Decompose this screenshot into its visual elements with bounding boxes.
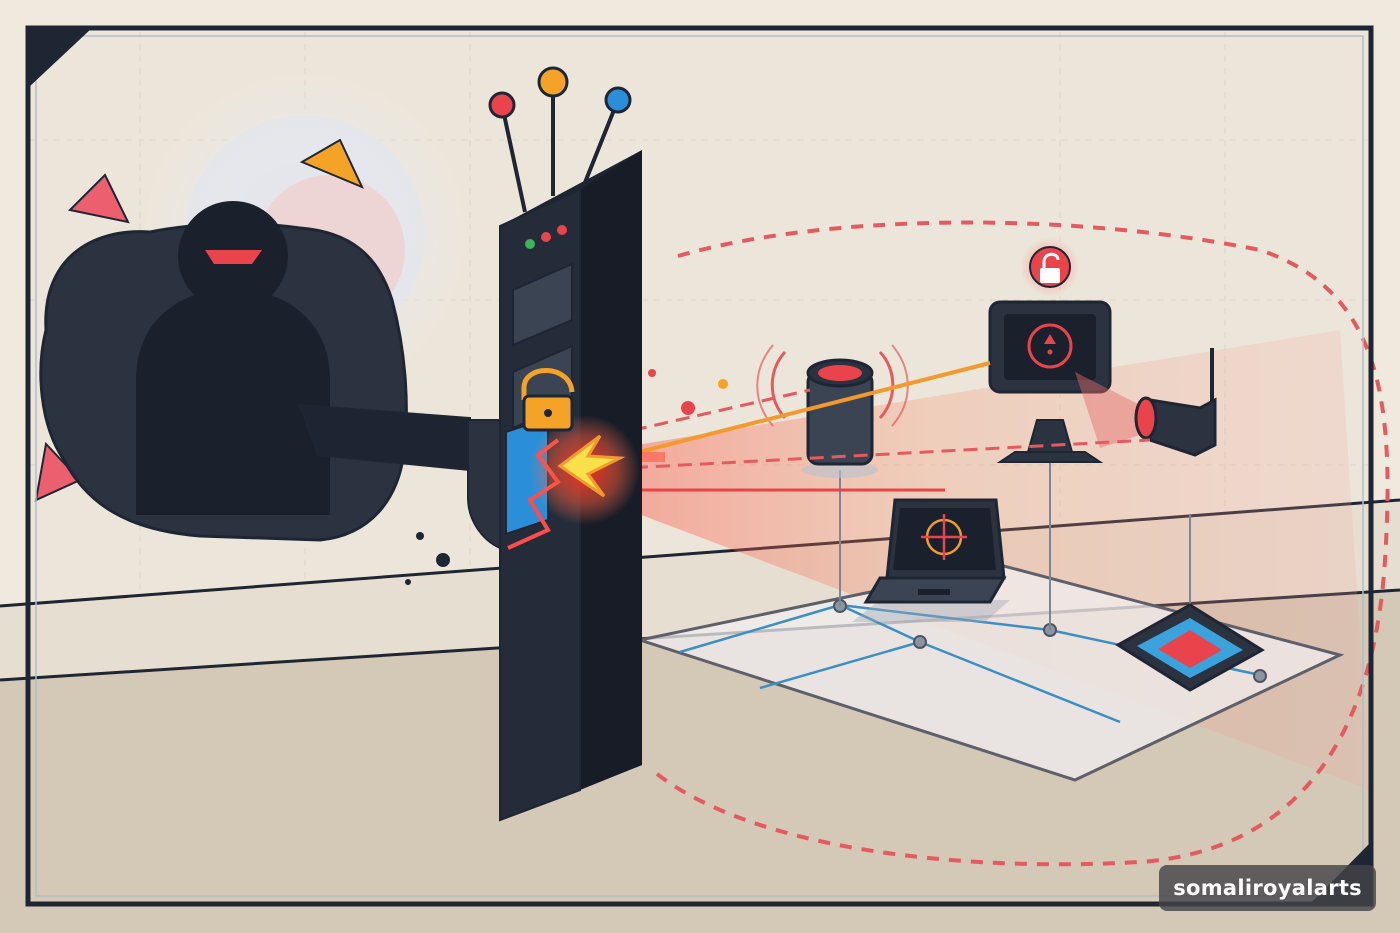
network-nodes	[833, 599, 1267, 683]
debris-dot	[436, 553, 450, 567]
status-led-red	[541, 232, 551, 242]
server-drive-bay	[512, 262, 573, 347]
impact-lightning	[557, 434, 626, 498]
antenna-light-yellow	[537, 66, 569, 98]
hacker-glowing-visor	[205, 250, 262, 264]
security-camera-device	[1075, 348, 1217, 457]
laser-to-display	[599, 361, 991, 464]
status-led-red	[557, 225, 567, 235]
antenna-light-red	[488, 91, 516, 119]
smart-floor-pad-device	[1115, 603, 1265, 692]
watermark-label: somaliroyalarts	[1159, 865, 1376, 911]
hacker-figure	[39, 201, 529, 585]
status-led-green	[525, 239, 535, 249]
wifi-waves-icon	[770, 350, 787, 420]
frame-corner	[28, 28, 92, 88]
hacker-body	[136, 288, 330, 515]
unlocked-padlock-icon	[521, 368, 575, 432]
smart-display-device	[988, 237, 1112, 463]
antenna-light-blue	[604, 86, 632, 114]
debris-dot	[416, 532, 424, 540]
triangle-decoration-red	[67, 173, 130, 224]
triangle-decoration-left	[34, 441, 82, 502]
laptop-device	[852, 498, 1010, 622]
triangle-decoration-yellow	[299, 138, 365, 189]
security-perimeter-dashed	[650, 220, 1390, 867]
alert-triangle-icon	[1027, 323, 1073, 369]
server-antenna	[500, 104, 527, 213]
speaker-light-ring	[818, 365, 862, 381]
camera-view-cone	[1075, 372, 1140, 448]
attack-lasers	[589, 361, 1151, 492]
debris-dot	[405, 579, 411, 585]
laser-to-camera	[589, 438, 1151, 472]
server-antenna	[580, 99, 620, 191]
